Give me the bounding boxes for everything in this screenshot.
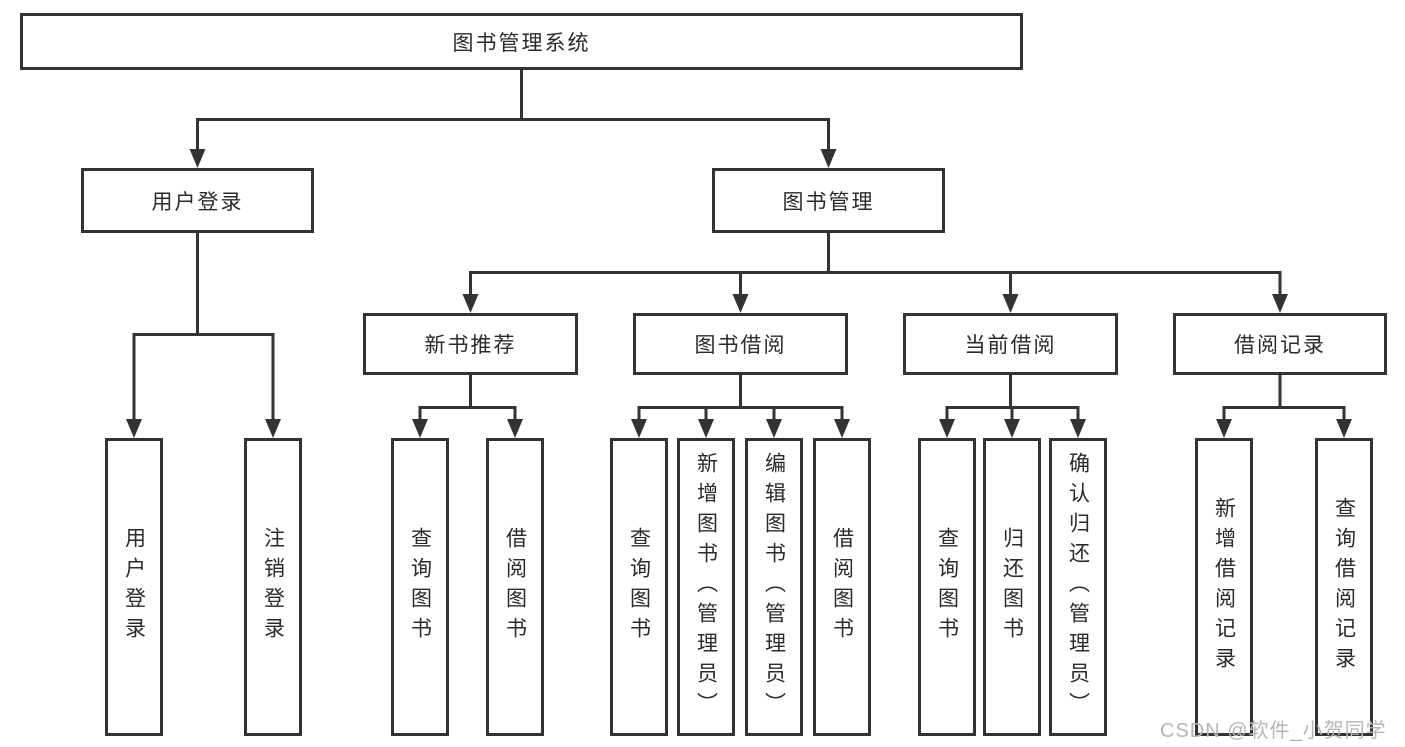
watermark: CSDN @软件_小贺同学 [1160, 720, 1387, 742]
leaf-borrow-books-2: 借阅图书 [813, 438, 871, 736]
arrowhead [1004, 419, 1020, 438]
arrowhead [1070, 419, 1086, 438]
node-book-management: 图书管理 [712, 168, 945, 233]
connector-current-borrowing [939, 375, 1086, 438]
leaf-query-books-3: 查询图书 [918, 438, 976, 736]
leaf-add-borrow-record-label: 新增借阅记录 [1212, 497, 1236, 677]
leaf-add-books-admin: 新增图书（管理员） [677, 438, 735, 736]
leaf-borrow-books-1-label: 借阅图书 [503, 527, 527, 647]
node-book-borrowing-label: 图书借阅 [694, 334, 787, 357]
leaf-borrow-books-2-label: 借阅图书 [830, 527, 854, 647]
leaf-query-books-2-label: 查询图书 [627, 527, 651, 647]
arrowhead [732, 294, 749, 313]
arrowhead [507, 419, 523, 438]
leaf-query-borrow-record-label: 查询借阅记录 [1332, 497, 1356, 677]
node-current-borrowing-label: 当前借阅 [964, 334, 1057, 357]
node-root: 图书管理系统 [20, 13, 1023, 70]
node-user-login: 用户登录 [81, 168, 314, 233]
leaf-edit-books-admin: 编辑图书（管理员） [745, 438, 803, 736]
leaf-add-books-admin-label: 新增图书（管理员） [694, 452, 718, 722]
leaf-logout-label: 注销登录 [261, 527, 285, 647]
leaf-logout: 注销登录 [244, 438, 302, 736]
arrowhead [1336, 419, 1352, 438]
node-book-borrowing: 图书借阅 [633, 313, 848, 375]
arrowhead [1216, 419, 1232, 438]
leaf-confirm-return-admin-label: 确认归还（管理员） [1066, 452, 1090, 722]
leaf-add-borrow-record: 新增借阅记录 [1195, 438, 1253, 736]
connector-book-borrowing [631, 375, 850, 438]
node-borrowing-records-label: 借阅记录 [1234, 334, 1326, 357]
arrowhead [820, 149, 837, 168]
node-new-book-recommendation: 新书推荐 [363, 313, 578, 375]
node-user-login-label: 用户登录 [151, 190, 244, 214]
arrowhead [766, 419, 782, 438]
leaf-user-login: 用户登录 [105, 438, 163, 736]
node-root-label: 图书管理系统 [452, 31, 591, 55]
arrowhead [126, 419, 142, 438]
leaf-confirm-return-admin: 确认归还（管理员） [1049, 438, 1107, 736]
arrowhead [412, 419, 428, 438]
leaf-return-books: 归还图书 [983, 438, 1041, 736]
connector-root [189, 70, 837, 168]
leaf-query-books-3-label: 查询图书 [935, 527, 959, 647]
leaf-query-books-2: 查询图书 [610, 438, 668, 736]
node-new-book-recommendation-label: 新书推荐 [424, 334, 517, 357]
leaf-user-login-label: 用户登录 [122, 527, 146, 647]
arrowhead [698, 419, 714, 438]
connector-new-book-recommendation [412, 375, 523, 438]
connector-borrowing-records [1216, 375, 1352, 438]
leaf-query-books-1-label: 查询图书 [408, 527, 432, 647]
arrowhead [1272, 294, 1288, 313]
arrowhead [189, 149, 206, 168]
arrowhead [462, 294, 479, 313]
connector-book-management [462, 233, 1288, 313]
arrowhead [834, 419, 850, 438]
leaf-query-books-1: 查询图书 [391, 438, 449, 736]
leaf-borrow-books-1: 借阅图书 [486, 438, 544, 736]
node-current-borrowing: 当前借阅 [903, 313, 1118, 375]
leaf-query-borrow-record: 查询借阅记录 [1315, 438, 1373, 736]
node-borrowing-records: 借阅记录 [1173, 313, 1387, 375]
arrowhead [1002, 294, 1019, 313]
node-book-management-label: 图书管理 [782, 190, 875, 214]
connector-user-login [126, 233, 281, 438]
arrowhead [939, 419, 955, 438]
arrowhead [265, 419, 281, 438]
leaf-return-books-label: 归还图书 [1000, 527, 1024, 647]
leaf-edit-books-admin-label: 编辑图书（管理员） [762, 452, 786, 722]
arrowhead [631, 419, 647, 438]
